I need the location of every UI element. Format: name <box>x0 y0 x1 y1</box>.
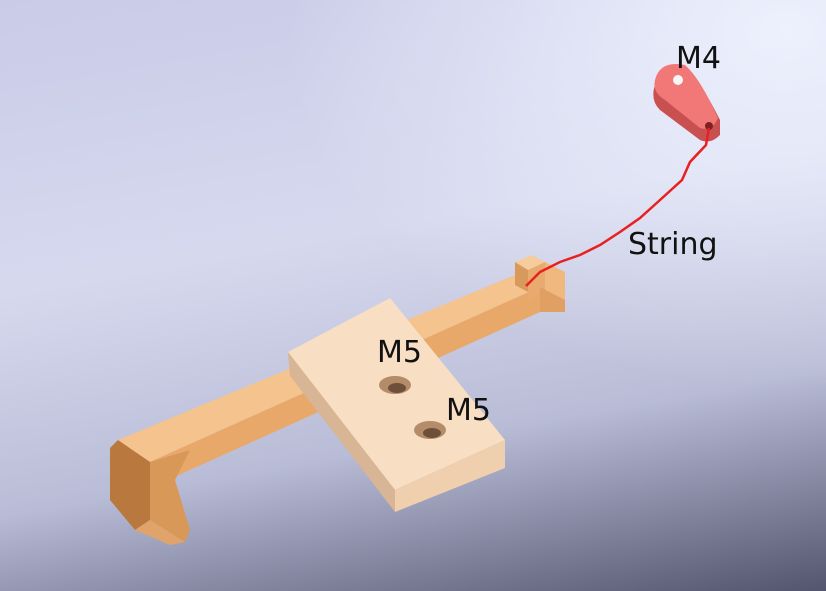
label-m4: M4 <box>676 41 721 76</box>
slot-end <box>515 255 565 312</box>
label-m5-upper: M5 <box>377 335 422 370</box>
label-string: String <box>628 227 718 262</box>
mount-block <box>288 298 505 512</box>
label-m5-lower: M5 <box>446 393 491 428</box>
string-line <box>525 127 711 287</box>
pulley <box>653 64 720 142</box>
